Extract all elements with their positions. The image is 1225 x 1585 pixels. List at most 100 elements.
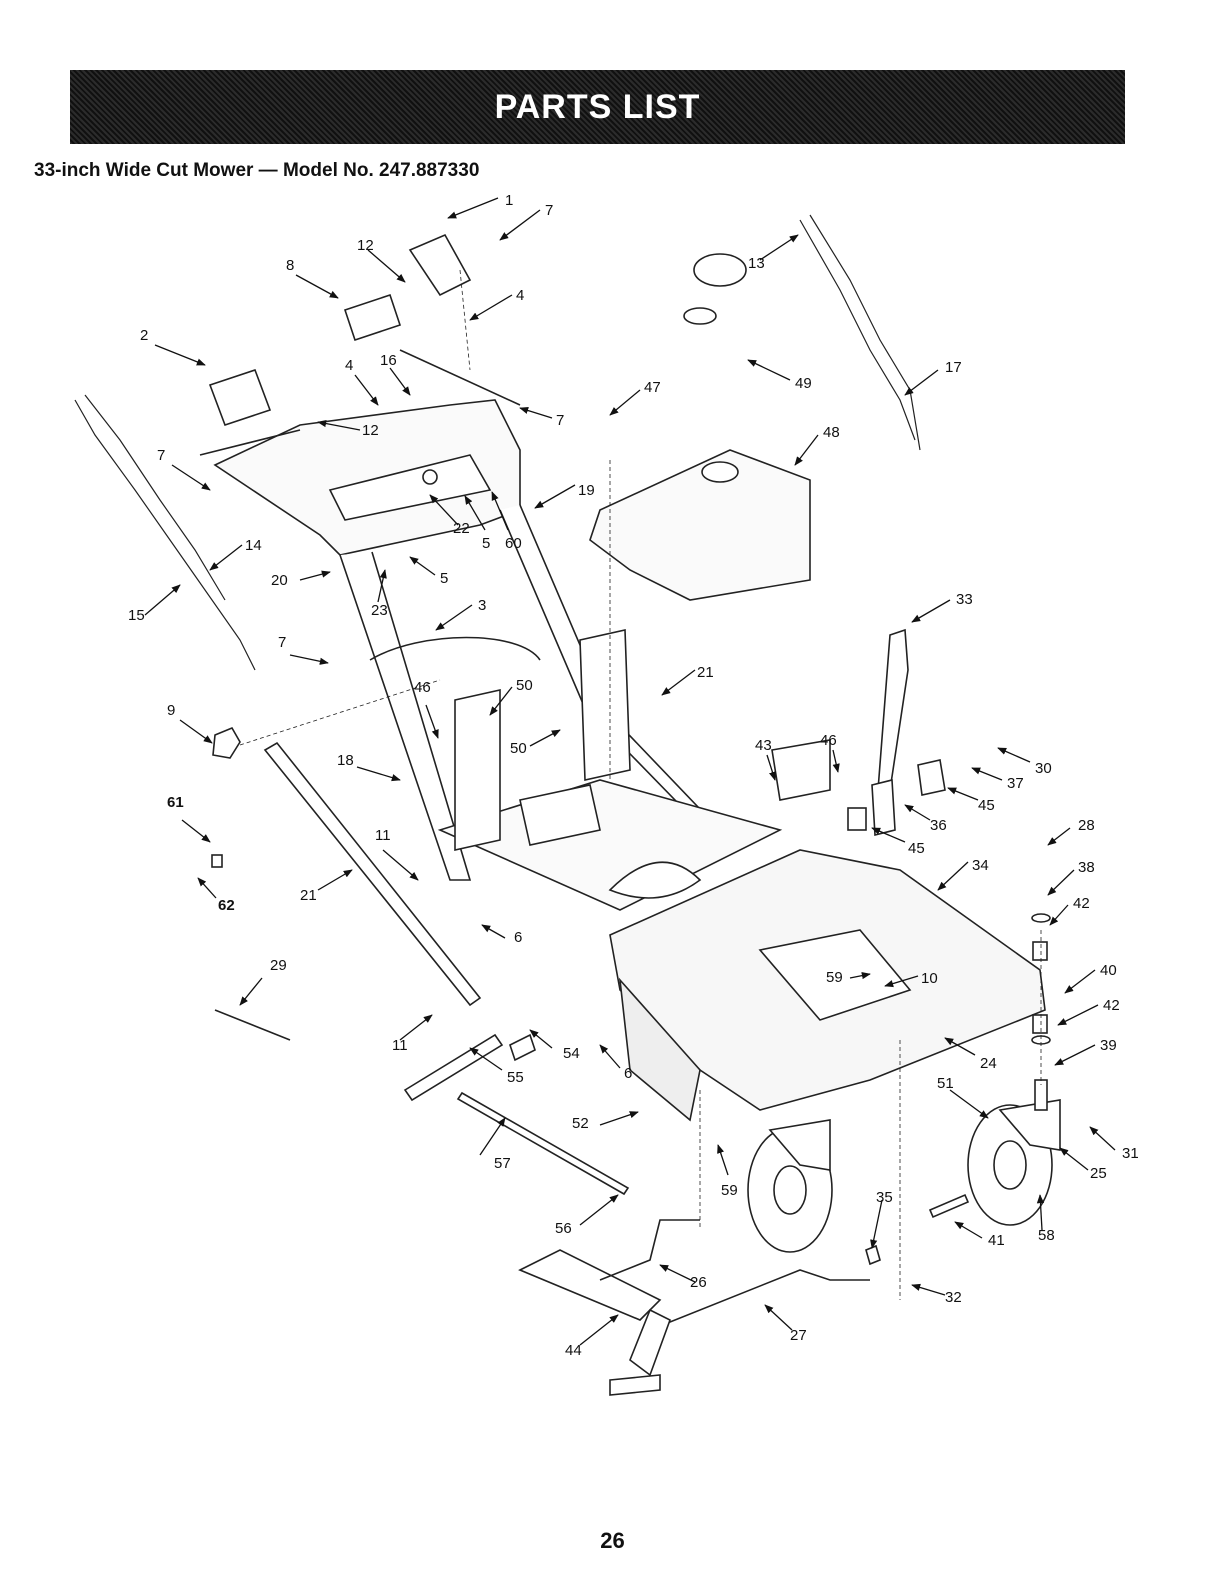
callout-label-19: 19 [578,482,595,499]
callout-arrow-37 [972,768,1002,780]
fuel-cap-49 [694,254,746,286]
callout-arrow-4 [355,375,378,405]
callout-arrow-35 [872,1200,882,1248]
callout-label-7: 7 [545,202,553,219]
callout-label-21: 21 [697,664,714,681]
callout-label-42: 42 [1073,895,1090,912]
callout-arrow-5 [410,557,435,575]
bracket-50-right [580,630,630,780]
callout-label-12: 12 [362,422,379,439]
callout-label-41: 41 [988,1232,1005,1249]
callout-label-4: 4 [516,287,524,304]
link-26 [600,1220,700,1280]
callout-label-11: 11 [375,827,391,844]
page-number: 26 [0,1528,1225,1554]
callout-label-15: 15 [128,607,145,624]
callout-label-35: 35 [876,1189,893,1206]
callout-label-50: 50 [516,677,533,694]
callout-arrow-7 [520,408,552,418]
callout-label-6: 6 [624,1065,632,1082]
callout-arrow-46 [833,750,838,772]
callout-arrow-50 [530,730,560,746]
callout-arrow-36 [905,805,930,820]
callout-label-52: 52 [572,1115,589,1132]
callout-label-56: 56 [555,1220,572,1237]
callout-arrow-15 [145,585,180,615]
parts-drawing [75,215,1060,1395]
callout-label-37: 37 [1007,775,1024,792]
callout-label-39: 39 [1100,1037,1117,1054]
callout-label-27: 27 [790,1327,807,1344]
callout-arrow-9 [180,720,212,743]
callout-label-38: 38 [1078,859,1095,876]
callout-arrow-8 [296,275,338,298]
callout-label-13: 13 [748,255,765,272]
handle-grip-2 [210,370,270,425]
callout-label-40: 40 [1100,962,1117,979]
callout-label-45: 45 [978,797,995,814]
callout-arrow-17 [905,370,938,395]
callout-label-54: 54 [563,1045,580,1062]
callout-arrow-41 [955,1222,982,1238]
callout-label-26: 26 [690,1274,707,1291]
callout-label-32: 32 [945,1289,962,1306]
callout-label-30: 30 [1035,760,1052,777]
callout-label-25: 25 [1090,1165,1107,1182]
lever-33 [878,630,908,790]
callout-label-7: 7 [556,412,564,429]
callout-label-5: 5 [482,535,490,552]
callout-label-4: 4 [345,357,353,374]
fuel-tank [590,450,810,600]
callout-arrow-48 [795,435,818,465]
callout-label-10: 10 [921,970,938,987]
callout-label-24: 24 [980,1055,997,1072]
callout-label-6: 6 [514,929,522,946]
bushing-54 [510,1035,535,1060]
callout-arrow-13 [760,235,798,260]
callout-arrow-51 [950,1090,988,1118]
callout-label-47: 47 [644,379,661,396]
callout-arrow-29 [240,978,262,1005]
callout-arrow-52 [600,1112,638,1125]
callout-label-43: 43 [755,737,772,754]
callout-arrow-27 [765,1305,792,1330]
title-banner: PARTS LIST [70,70,1125,144]
callout-label-62: 62 [218,897,235,914]
callout-arrow-18 [357,767,400,780]
callout-label-8: 8 [286,257,294,274]
page-title: PARTS LIST [495,88,701,127]
callout-arrow-6 [600,1045,620,1068]
callout-label-55: 55 [507,1069,524,1086]
callout-arrow-33 [912,600,950,622]
callout-label-46: 46 [820,732,837,749]
callout-label-58: 58 [1038,1227,1055,1244]
callout-arrow-32 [912,1285,945,1295]
tie-29 [215,1010,290,1040]
callout-arrow-31 [1090,1127,1115,1150]
callout-arrow-7 [500,210,540,240]
callout-label-48: 48 [823,424,840,441]
axle-41 [930,1195,968,1217]
callout-arrow-62 [198,878,216,898]
callout-label-33: 33 [956,591,973,608]
callout-arrow-28 [1048,828,1070,845]
callout-arrow-44 [580,1315,618,1345]
plate-45-lower [848,808,866,830]
handle-grip-1 [410,235,470,295]
callout-label-7: 7 [278,634,286,651]
callout-arrow-7 [290,655,328,663]
callout-arrow-21 [662,670,695,695]
callout-label-51: 51 [937,1075,954,1092]
callout-label-22: 22 [453,520,470,537]
callout-label-2: 2 [140,327,148,344]
callout-label-45: 45 [908,840,925,857]
callout-label-12: 12 [357,237,374,254]
callout-label-61: 61 [167,794,184,811]
callout-label-17: 17 [945,359,962,376]
model-subtitle: 33-inch Wide Cut Mower — Model No. 247.8… [34,160,479,182]
callout-label-29: 29 [270,957,287,974]
callout-arrow-57 [480,1118,505,1155]
callout-label-1: 1 [505,192,513,209]
callout-label-9: 9 [167,702,175,719]
